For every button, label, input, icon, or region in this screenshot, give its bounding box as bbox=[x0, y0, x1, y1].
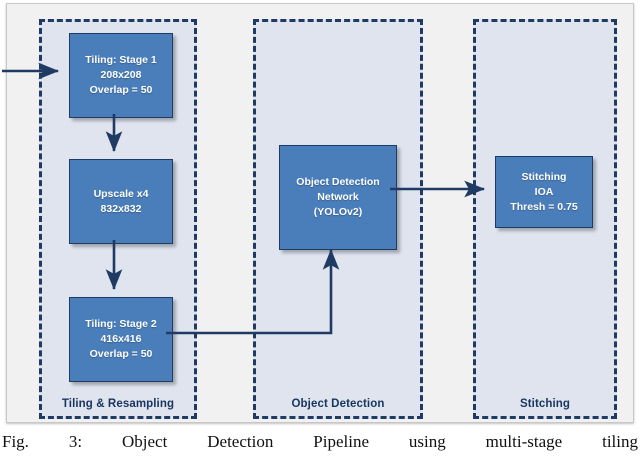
network-line-2: Network bbox=[317, 191, 359, 203]
tiling-stage-2-line-2: 416x416 bbox=[100, 333, 142, 345]
tiling-stage-1-line-1: Tiling: Stage 1 bbox=[85, 54, 157, 66]
process-box-object-detection-network: Object Detection Network (YOLOv2) bbox=[279, 145, 397, 250]
tiling-stage-2-line-3: Overlap = 50 bbox=[89, 348, 153, 360]
tiling-stage-2-line-1: Tiling: Stage 2 bbox=[85, 318, 157, 330]
stitching-line-2: IOA bbox=[534, 185, 554, 198]
stage-label-object-detection: Object Detection bbox=[291, 398, 385, 410]
stage-label-tiling-resampling: Tiling & Resampling bbox=[61, 398, 175, 410]
network-line-3: (YOLOv2) bbox=[313, 206, 363, 218]
network-line-1: Object Detection bbox=[296, 176, 380, 188]
upscale-line-2: 832x832 bbox=[100, 202, 142, 215]
stage-label-stitching: Stitching bbox=[519, 398, 571, 410]
tiling-stage-1-line-2: 208x208 bbox=[100, 69, 142, 81]
tiling-stage-1-line-3: Overlap = 50 bbox=[89, 84, 153, 96]
process-box-stitching: Stitching IOA Thresh = 0.75 bbox=[495, 156, 593, 228]
process-box-tiling-stage-1: Tiling: Stage 1 208x208 Overlap = 50 bbox=[69, 33, 173, 118]
upscale-line-1: Upscale x4 bbox=[93, 187, 149, 200]
diagram-frame: Tiling & Resampling Object Detection Sti… bbox=[6, 3, 634, 423]
process-box-tiling-stage-2: Tiling: Stage 2 416x416 Overlap = 50 bbox=[69, 297, 173, 382]
process-box-upscale: Upscale x4 832x832 bbox=[69, 159, 173, 244]
stitching-line-3: Thresh = 0.75 bbox=[510, 200, 578, 213]
stitching-line-1: Stitching bbox=[521, 170, 567, 183]
figure-caption: Fig. 3: Object Detection Pipeline using … bbox=[2, 432, 638, 451]
